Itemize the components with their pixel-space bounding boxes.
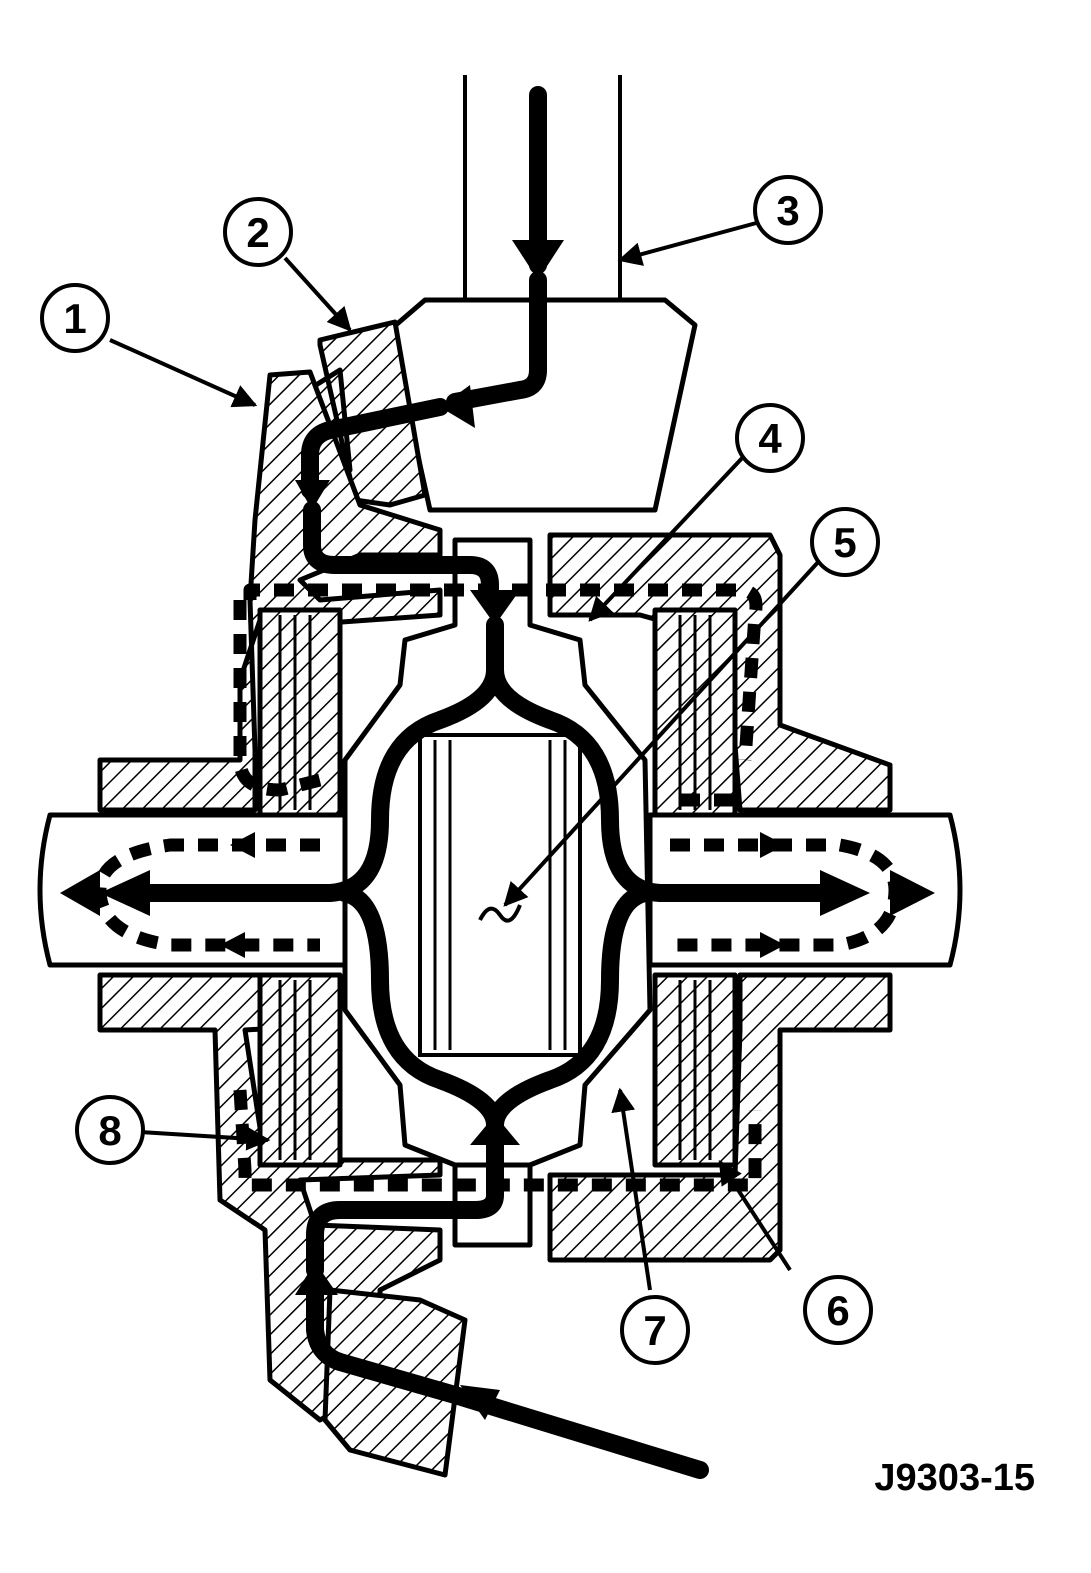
pinion-mate-gear <box>478 904 522 923</box>
clutch-pack-right-lower <box>652 972 738 1168</box>
clutch-pack-right-upper <box>652 607 738 818</box>
callout-4-label: 4 <box>758 415 782 462</box>
callout-1-label: 1 <box>63 295 86 342</box>
torque-flow-solid <box>100 86 870 1479</box>
callout-8: 8 <box>75 1095 145 1165</box>
callout-7: 7 <box>620 1295 690 1365</box>
clutch-pack-left-lower <box>257 972 343 1168</box>
callout-2-label: 2 <box>246 209 269 256</box>
leader-lines <box>109 220 822 1291</box>
callout-8-label: 8 <box>98 1107 121 1154</box>
callout-4: 4 <box>735 403 805 473</box>
callout-3: 3 <box>753 175 823 245</box>
callout-5: 5 <box>810 507 880 577</box>
callout-3-label: 3 <box>776 187 799 234</box>
callout-5-label: 5 <box>833 519 856 566</box>
callout-2: 2 <box>223 197 293 267</box>
case-right <box>547 532 893 813</box>
torque-flow-dashed <box>60 583 935 1192</box>
callout-7-label: 7 <box>643 1307 666 1354</box>
callout-6-label: 6 <box>826 1287 849 1334</box>
center-window <box>418 733 582 1057</box>
figure-id: J9303-15 <box>874 1457 1035 1499</box>
callout-6: 6 <box>803 1275 873 1345</box>
callout-1: 1 <box>40 283 110 353</box>
